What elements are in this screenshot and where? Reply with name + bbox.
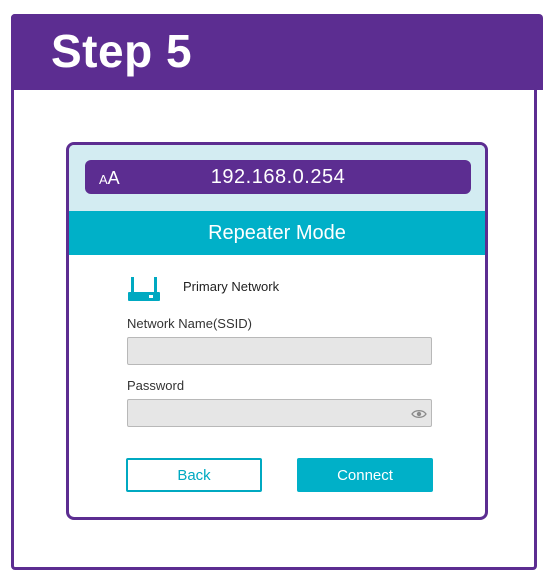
text-size-small: A [99,172,108,187]
primary-network-row: Primary Network [127,275,427,305]
address-url: 192.168.0.254 [210,166,346,188]
primary-network-label: Primary Network [183,279,280,294]
password-label: Password [127,378,185,393]
back-button[interactable]: Back [126,458,262,492]
address-bar[interactable]: AA 192.168.0.254 [85,160,471,194]
connect-button[interactable]: Connect [297,458,433,492]
page-title: Repeater Mode [69,211,485,255]
ssid-label: Network Name(SSID) [127,316,252,331]
password-input[interactable] [127,399,432,427]
router-icon [128,277,160,301]
ssid-input[interactable] [127,337,432,365]
browser-toolbar: AA 192.168.0.254 [69,145,485,211]
eye-icon[interactable] [411,408,427,420]
step-banner: Step 5 [11,14,543,90]
browser-window: AA 192.168.0.254 Repeater Mode Primary N… [66,142,488,520]
text-size-large: A [107,168,120,188]
step-title: Step 5 [51,25,193,77]
text-size-icon[interactable]: AA [99,168,120,190]
